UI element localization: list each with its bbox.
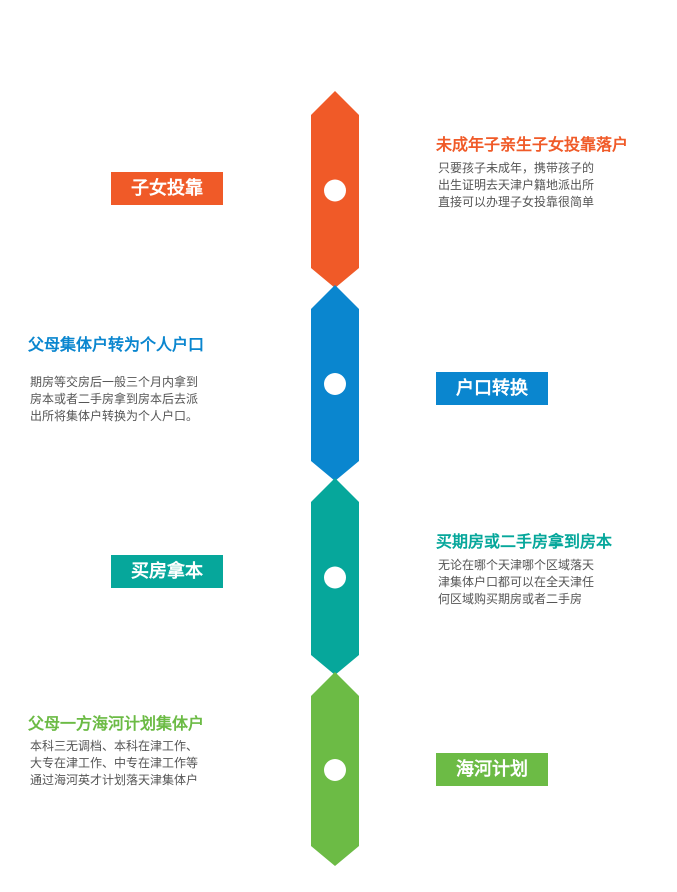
- step-1-title: 未成年子亲生子女投靠落户: [436, 135, 629, 154]
- step-3-description: 无论在哪个天津哪个区域落天 津集体户口都可以在全天津任 何区域购买期房或者二手房: [438, 557, 638, 608]
- step-4-description: 本科三无调档、本科在津工作、 大专在津工作、中专在津工作等 通过海河英才计划落天…: [30, 738, 230, 789]
- step-1-desc-line-3: 直接可以办理子女投靠很简单: [438, 195, 595, 209]
- step-4-desc-line-2: 大专在津工作、中专在津工作等: [30, 756, 199, 770]
- step-2-tag: 户口转换: [436, 372, 548, 405]
- step-4-tag: 海河计划: [436, 753, 548, 786]
- step-4-title: 父母一方海河计划集体户: [28, 714, 205, 733]
- step-3-tag: 买房拿本: [111, 555, 223, 588]
- step-4-desc-line-1: 本科三无调档、本科在津工作、: [30, 739, 199, 753]
- timeline-dot-4: [324, 759, 346, 781]
- step-1-tag: 子女投靠: [111, 172, 223, 205]
- step-1-desc-line-2: 出生证明去天津户籍地派出所: [438, 178, 595, 192]
- step-3-desc-line-1: 无论在哪个天津哪个区域落天: [438, 558, 595, 572]
- step-2-description: 期房等交房后一般三个月内拿到 房本或者二手房拿到房本后去派 出所将集体户转换为个…: [30, 374, 230, 425]
- step-3-desc-line-2: 津集体户口都可以在全天津任: [438, 575, 595, 589]
- step-3-title: 买期房或二手房拿到房本: [436, 532, 613, 551]
- step-3-desc-line-3: 何区域购买期房或者二手房: [438, 592, 583, 606]
- timeline-dot-2: [324, 373, 346, 395]
- step-1-desc-line-1: 只要孩子未成年，携带孩子的: [438, 161, 595, 175]
- timeline-dot-3: [324, 566, 346, 589]
- step-4-desc-line-3: 通过海河英才计划落天津集体户: [30, 773, 199, 787]
- step-2-desc-line-3: 出所将集体户转换为个人户口。: [30, 409, 199, 423]
- step-1-description: 只要孩子未成年，携带孩子的 出生证明去天津户籍地派出所 直接可以办理子女投靠很简…: [438, 160, 638, 211]
- step-2-desc-line-1: 期房等交房后一般三个月内拿到: [30, 375, 199, 389]
- step-2-desc-line-2: 房本或者二手房拿到房本后去派: [30, 392, 199, 406]
- step-2-title: 父母集体户转为个人户口: [28, 335, 205, 354]
- timeline-dot-1: [324, 179, 346, 202]
